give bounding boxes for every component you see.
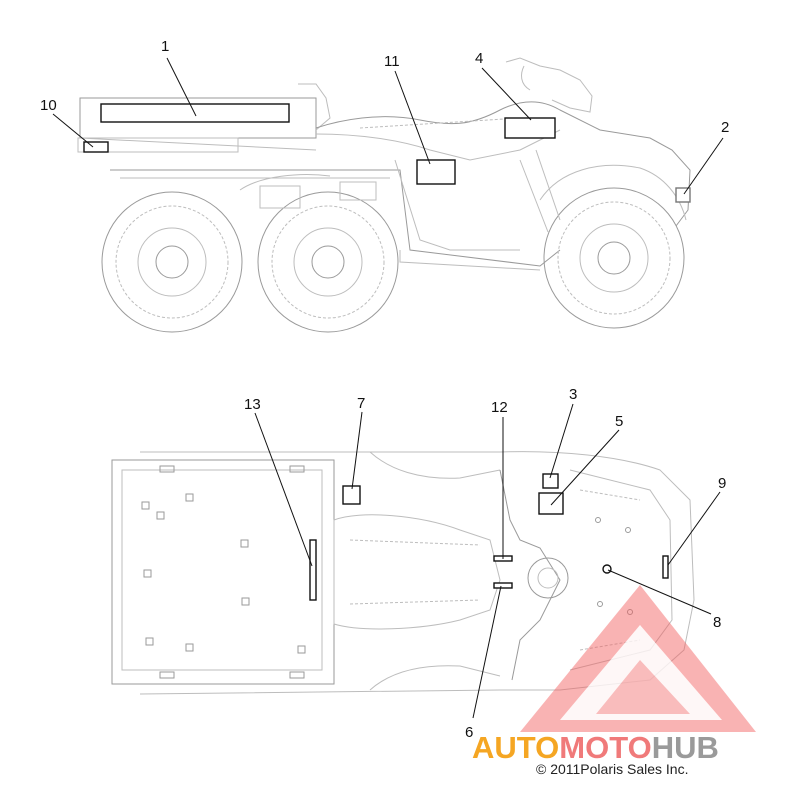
decal-7 [342, 485, 361, 505]
callout-4: 4 [475, 50, 483, 67]
callout-2: 2 [721, 119, 729, 136]
logo-wordmark: AUTOMOTOHUB [472, 730, 719, 765]
copyright-text: © 2011Polaris Sales Inc. [536, 761, 688, 777]
side-view-vehicle [77, 57, 691, 333]
callout-12: 12 [491, 399, 508, 416]
logo-part-auto: AUTO [472, 730, 559, 765]
logo-triangle-inner [560, 625, 722, 720]
top-view-vehicle [111, 451, 695, 695]
decal-13 [309, 539, 317, 601]
automotohub-logo [520, 585, 756, 732]
callout-10: 10 [40, 97, 57, 114]
callout-7: 7 [357, 395, 365, 412]
decal-8 [602, 564, 612, 574]
callout-9: 9 [718, 475, 726, 492]
callout-5: 5 [615, 413, 623, 430]
callout-8: 8 [713, 614, 721, 631]
callout-6: 6 [465, 724, 473, 741]
callout-13: 13 [244, 396, 261, 413]
decal-3 [542, 473, 559, 489]
callout-1: 1 [161, 38, 169, 55]
decal-10 [83, 141, 109, 153]
decal-11 [416, 159, 456, 185]
decal-2 [675, 187, 691, 203]
logo-triangle-core [596, 660, 690, 714]
logo-part-hub: HUB [652, 730, 719, 765]
logo-part-moto: MOTO [559, 730, 651, 765]
callout-3: 3 [569, 386, 577, 403]
leader-lines [52, 57, 724, 719]
decal-9 [662, 555, 669, 579]
decal-6 [493, 582, 513, 589]
callout-11: 11 [384, 53, 400, 70]
decal-4 [504, 117, 556, 139]
